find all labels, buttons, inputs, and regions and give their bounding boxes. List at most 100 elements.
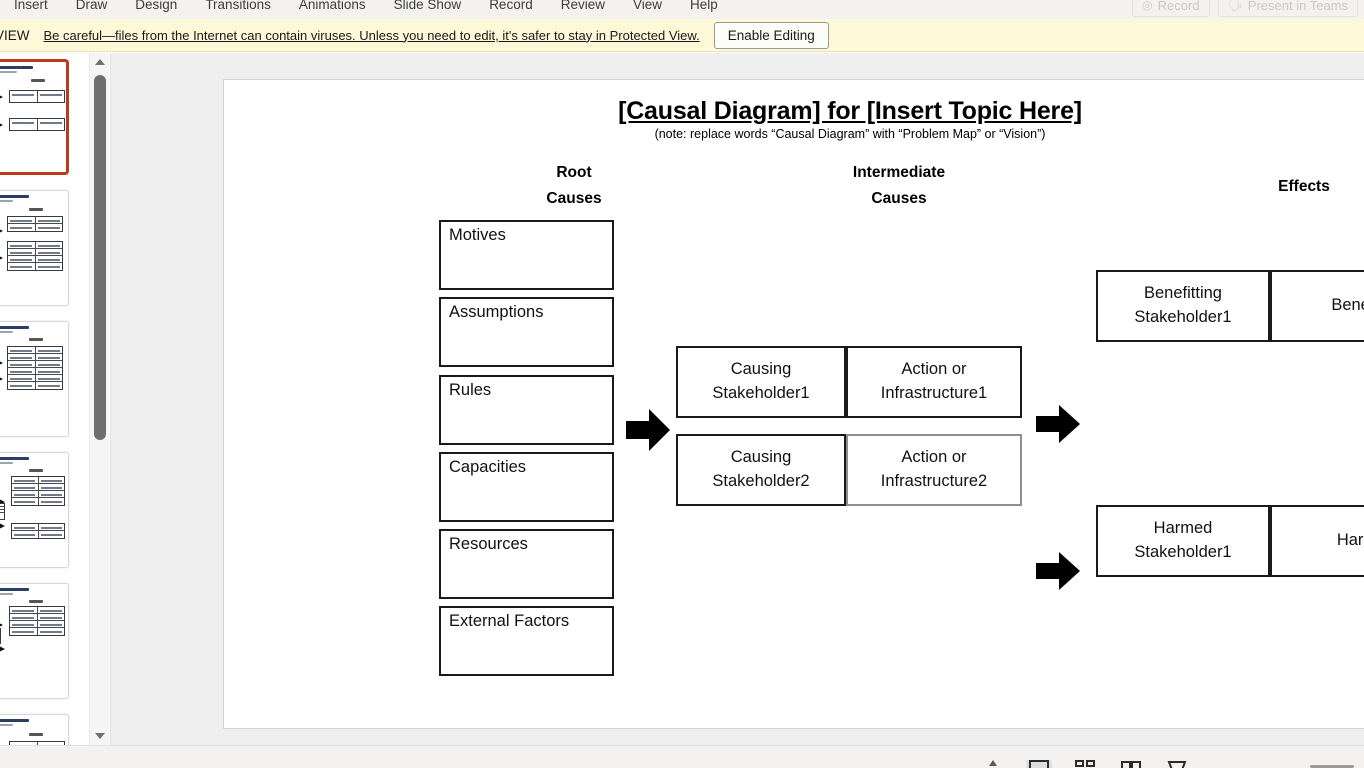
thumb-header-bar bbox=[29, 208, 43, 211]
ribbon-tab-view[interactable]: View bbox=[632, 0, 663, 12]
ribbon-right-actions: ◎ Record 🗣 Present in Teams bbox=[1132, 0, 1358, 19]
root-cause-box-capacities[interactable]: Capacities bbox=[439, 452, 614, 522]
slide-title-note[interactable]: (note: replace words “Causal Diagram” wi… bbox=[654, 127, 1046, 141]
effect-outcome-label-1: Benefit bbox=[1331, 296, 1364, 315]
present-in-teams-button[interactable]: 🗣 Present in Teams bbox=[1217, 0, 1358, 17]
slide-thumbnail-3[interactable] bbox=[0, 321, 69, 437]
effect-outcome-harm[interactable]: Harm bbox=[1270, 505, 1364, 577]
root-cause-label: Assumptions bbox=[449, 303, 544, 321]
ribbon-tab-animations[interactable]: Animations bbox=[298, 0, 366, 12]
thumb-arrow-icon bbox=[0, 94, 3, 100]
root-cause-box-assumptions[interactable]: Assumptions bbox=[439, 297, 614, 367]
thumb-arrow-icon bbox=[0, 376, 3, 382]
enable-editing-button[interactable]: Enable Editing bbox=[713, 21, 829, 49]
record-icon: ◎ bbox=[1142, 0, 1153, 12]
arrow-to-harm-icon bbox=[1036, 552, 1080, 590]
thumb-header-bar bbox=[29, 733, 43, 736]
reading-view-icon bbox=[1121, 761, 1141, 768]
root-cause-label: External Factors bbox=[449, 612, 570, 630]
root-cause-label: Motives bbox=[449, 226, 506, 244]
thumb-table bbox=[11, 523, 65, 539]
thumb-title-bar bbox=[0, 457, 29, 460]
slide-thumbnail-1[interactable] bbox=[0, 59, 69, 175]
thumb-title-bar bbox=[0, 719, 29, 722]
thumbnail-scrollbar[interactable] bbox=[89, 53, 109, 745]
column-header-root-line2: Causes bbox=[546, 189, 602, 207]
thumb-side-bar bbox=[0, 628, 1, 644]
slide-thumbnail-list bbox=[0, 53, 88, 745]
thumb-title-bar bbox=[0, 66, 33, 69]
protected-view-message: Be careful—files from the Internet can c… bbox=[43, 27, 700, 43]
scroll-down-button[interactable] bbox=[90, 727, 110, 745]
slide-thumbnail-5[interactable] bbox=[0, 583, 69, 699]
thumb-header-bar bbox=[29, 338, 43, 341]
arrow-to-benefit-icon bbox=[1036, 405, 1080, 443]
thumb-side-bar bbox=[0, 503, 5, 520]
thumb-subtitle-bar bbox=[0, 462, 13, 464]
chevron-up-icon bbox=[95, 59, 105, 65]
protected-view-label: VIEW bbox=[0, 27, 30, 43]
fit-to-window-button[interactable] bbox=[980, 760, 1006, 768]
thumb-header-bar bbox=[31, 79, 45, 82]
view-slide-sorter-button[interactable] bbox=[1072, 760, 1098, 768]
thumb-table bbox=[9, 118, 65, 131]
slide-thumbnail-2[interactable] bbox=[0, 190, 69, 306]
ribbon-tab-review[interactable]: Review bbox=[560, 0, 605, 12]
root-cause-box-motives[interactable]: Motives bbox=[439, 220, 614, 290]
record-button[interactable]: ◎ Record bbox=[1132, 0, 1210, 17]
ribbon-tab-insert[interactable]: Insert bbox=[14, 0, 48, 12]
effect-outcome-benefit[interactable]: Benefit bbox=[1270, 270, 1364, 342]
thumb-arrow-icon bbox=[0, 122, 3, 128]
thumb-arrow-icon bbox=[0, 622, 3, 628]
normal-view-icon bbox=[1029, 760, 1049, 768]
view-mode-buttons bbox=[980, 760, 1190, 768]
slide-title[interactable]: [Causal Diagram] for [Insert Topic Here] bbox=[618, 97, 1082, 125]
thumb-arrow-icon bbox=[0, 646, 5, 652]
ribbon-tab-draw[interactable]: Draw bbox=[75, 0, 108, 12]
thumb-subtitle-bar bbox=[0, 71, 17, 73]
teams-icon: 🗣 bbox=[1227, 0, 1243, 12]
scroll-up-button[interactable] bbox=[90, 53, 110, 71]
thumb-subtitle-bar bbox=[0, 593, 13, 595]
ribbon-tab-design[interactable]: Design bbox=[135, 0, 178, 12]
thumb-subtitle-bar bbox=[0, 724, 13, 726]
view-normal-button[interactable] bbox=[1026, 760, 1052, 768]
root-cause-box-rules[interactable]: Rules bbox=[439, 375, 614, 445]
root-cause-box-resources[interactable]: Resources bbox=[439, 529, 614, 599]
slide-editing-area: [Causal Diagram] for [Insert Topic Here]… bbox=[110, 53, 1364, 745]
caret-up-icon bbox=[989, 760, 997, 766]
ribbon-tabs: Insert Draw Design Transitions Animation… bbox=[0, 0, 732, 19]
column-header-intermediate-line1: Intermediate bbox=[852, 164, 946, 181]
thumb-header-bar bbox=[29, 600, 43, 603]
column-header-intermediate-causes: Intermediate Causes bbox=[809, 160, 989, 211]
view-reading-button[interactable] bbox=[1118, 760, 1144, 768]
slide-thumbnail-4[interactable] bbox=[0, 452, 69, 568]
record-button-label: Record bbox=[1157, 0, 1200, 13]
ribbon-tab-transitions[interactable]: Transitions bbox=[205, 0, 271, 12]
ribbon-tab-help[interactable]: Help bbox=[690, 0, 718, 12]
slide-canvas[interactable]: [Causal Diagram] for [Insert Topic Here]… bbox=[223, 79, 1364, 729]
view-slide-show-button[interactable] bbox=[1164, 760, 1190, 768]
zoom-slider[interactable] bbox=[1310, 765, 1354, 768]
slide-thumbnail-6[interactable] bbox=[0, 714, 69, 745]
column-header-root-line1: Root bbox=[556, 164, 592, 181]
slide-show-icon bbox=[1167, 761, 1187, 768]
thumb-arrow-icon bbox=[0, 360, 3, 366]
ribbon-tab-record[interactable]: Record bbox=[489, 0, 533, 12]
root-cause-label: Capacities bbox=[449, 458, 527, 476]
scrollbar-thumb[interactable] bbox=[94, 75, 106, 440]
thumb-arrow-icon bbox=[0, 499, 5, 505]
present-in-teams-label: Present in Teams bbox=[1247, 0, 1348, 13]
ribbon-tab-slide-show[interactable]: Slide Show bbox=[393, 0, 462, 12]
thumb-table bbox=[7, 346, 63, 390]
root-cause-box-external-factors[interactable]: External Factors bbox=[439, 606, 614, 676]
